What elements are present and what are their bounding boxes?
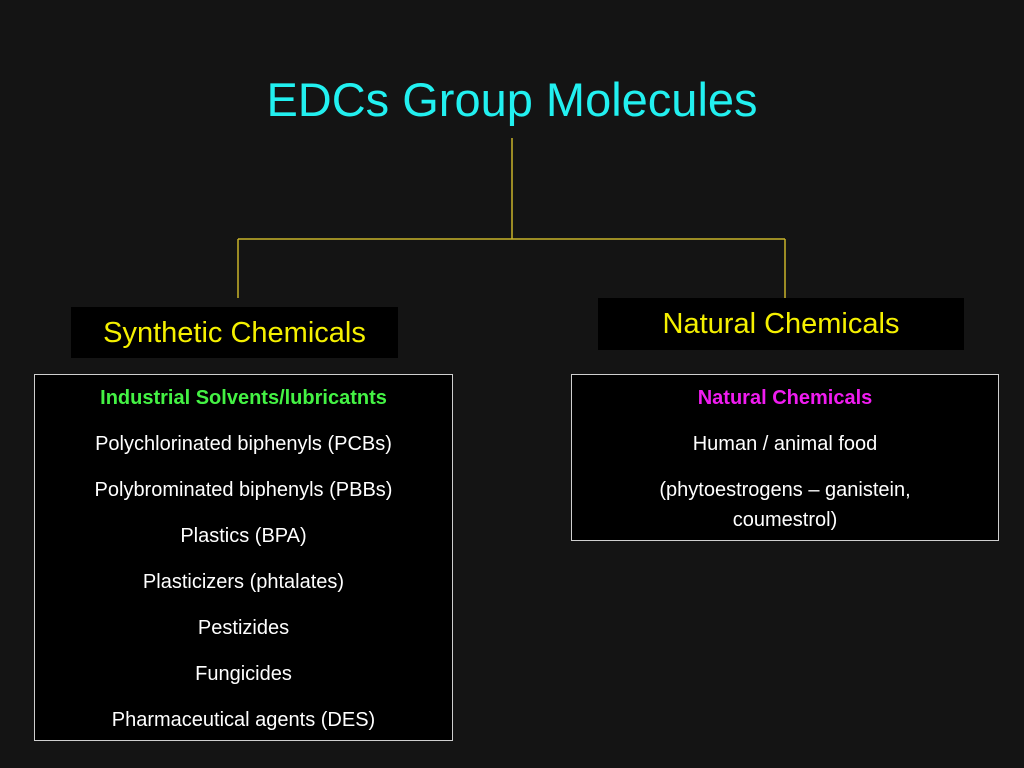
synthetic-item-plasticizers: Plasticizers (phtalates) xyxy=(142,571,345,593)
natural-chemicals-box: Natural Chemicals Human / animal food (p… xyxy=(571,374,999,541)
synthetic-item-pbbs: Polybrominated biphenyls (PBBs) xyxy=(94,479,393,501)
synthetic-chemicals-label: Synthetic Chemicals xyxy=(71,307,398,358)
natural-item-food: Human / animal food xyxy=(692,433,878,455)
natural-item-phytoestrogens: (phytoestrogens – ganistein, coumestrol) xyxy=(659,479,911,531)
synthetic-item-plastics: Plastics (BPA) xyxy=(180,525,307,547)
synthetic-item-fungicides: Fungicides xyxy=(195,663,292,685)
synthetic-item-pestizides: Pestizides xyxy=(197,617,290,639)
natural-chemicals-label: Natural Chemicals xyxy=(598,298,964,350)
synthetic-item-pharmaceutical: Pharmaceutical agents (DES) xyxy=(111,709,376,731)
page-title: EDCs Group Molecules xyxy=(266,73,758,126)
synthetic-item-pcbs: Polychlorinated biphenyls (PCBs) xyxy=(95,433,392,455)
natural-box-heading: Natural Chemicals xyxy=(697,387,873,409)
synthetic-box-heading: Industrial Solvents/lubricatnts xyxy=(100,387,387,409)
synthetic-chemicals-box: Industrial Solvents/lubricatnts Polychlo… xyxy=(34,374,453,741)
